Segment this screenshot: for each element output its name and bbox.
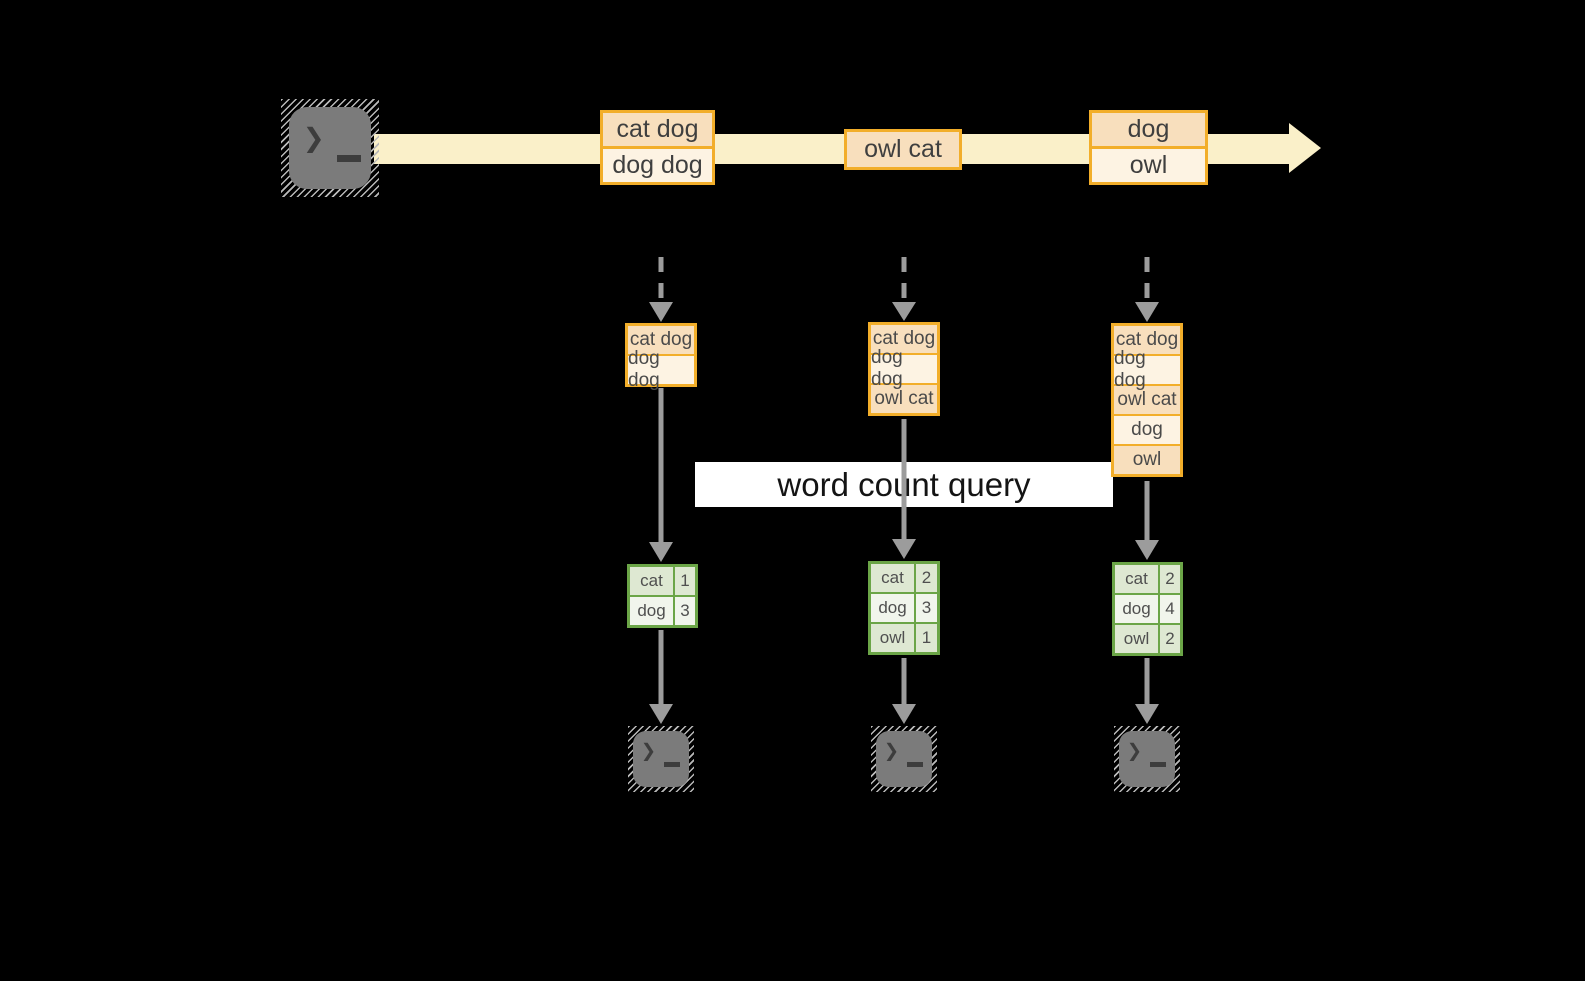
prompt-chevron-icon: ❯ (303, 118, 325, 159)
state-cell: cat dog (1114, 326, 1180, 354)
terminal-body (289, 107, 371, 189)
state-cell: cat dog (871, 325, 937, 353)
terminal-body (876, 731, 932, 787)
count-table-1: cat 1 dog 3 (627, 564, 698, 628)
event-word-cell: owl cat (847, 132, 959, 167)
prompt-underscore-icon (664, 762, 680, 767)
state-cell: owl (1114, 444, 1180, 474)
sink-arrow-batch-2 (892, 658, 916, 724)
prompt-chevron-icon: ❯ (641, 736, 657, 765)
count-row: dog 3 (630, 595, 695, 625)
prompt-underscore-icon (1150, 762, 1166, 767)
event-word-cell: dog dog (603, 146, 712, 182)
state-cell: owl cat (1114, 384, 1180, 414)
stream-timeline-arrowhead (1289, 123, 1321, 173)
count-cell: 4 (1165, 599, 1175, 618)
state-cell: dog dog (628, 348, 694, 391)
word-cell: cat (1115, 565, 1160, 593)
count-cell: 3 (921, 598, 932, 617)
event-word-cell: owl (1092, 146, 1205, 182)
state-buffer-3: cat dog dog dog owl cat dog owl (1111, 323, 1183, 477)
terminal-body (1119, 731, 1175, 787)
state-cell: dog dog (871, 347, 937, 390)
query-arrow-batch-2 (892, 419, 916, 559)
word-cell: cat (871, 564, 916, 592)
count-cell: 2 (921, 568, 932, 587)
count-row: dog 3 (871, 592, 937, 622)
count-cell: 1 (680, 571, 690, 590)
state-cell: dog dog (1114, 348, 1180, 391)
count-cell: 2 (1165, 629, 1175, 648)
stream-event-3: dog owl (1089, 110, 1208, 185)
word-cell: dog (630, 597, 675, 625)
prompt-chevron-icon: ❯ (1127, 736, 1143, 765)
terminal-body (633, 731, 689, 787)
state-cell: dog (1114, 414, 1180, 444)
count-row: dog 4 (1115, 593, 1180, 623)
state-cell: cat dog (628, 326, 694, 354)
sink-arrow-batch-3 (1135, 658, 1159, 724)
count-row: owl 1 (871, 622, 937, 652)
count-table-2: cat 2 dog 3 owl 1 (868, 561, 940, 655)
count-cell: 2 (1165, 569, 1175, 588)
prompt-underscore-icon (337, 155, 361, 162)
count-row: cat 1 (630, 567, 695, 595)
state-buffer-2: cat dog dog dog owl cat (868, 322, 940, 416)
event-word-cell: cat dog (603, 113, 712, 146)
dashed-arrow-batch-3 (1135, 257, 1159, 322)
sink-arrow-batch-1 (649, 630, 673, 724)
count-cell: 3 (680, 601, 690, 620)
count-table-3: cat 2 dog 4 owl 2 (1112, 562, 1183, 656)
state-cell: owl cat (871, 383, 937, 413)
prompt-chevron-icon: ❯ (884, 736, 900, 765)
word-cell: owl (1115, 625, 1160, 653)
stream-event-1: cat dog dog dog (600, 110, 715, 185)
event-word-cell: dog (1092, 113, 1205, 146)
word-cell: dog (1115, 595, 1160, 623)
terminal-icon: ❯ (1114, 726, 1180, 792)
stream-event-2: owl cat (844, 129, 962, 170)
word-cell: cat (630, 567, 675, 595)
count-row: owl 2 (1115, 623, 1180, 653)
terminal-icon: ❯ (871, 726, 937, 792)
query-arrow-batch-1 (649, 388, 673, 562)
query-arrow-batch-3 (1135, 481, 1159, 560)
count-row: cat 2 (871, 564, 937, 592)
terminal-icon: ❯ (281, 99, 379, 197)
dashed-arrow-batch-1 (649, 257, 673, 322)
terminal-icon: ❯ (628, 726, 694, 792)
count-row: cat 2 (1115, 565, 1180, 593)
state-buffer-1: cat dog dog dog (625, 323, 697, 391)
word-cell: dog (871, 594, 916, 622)
prompt-underscore-icon (907, 762, 923, 767)
dashed-arrow-batch-2 (892, 257, 916, 321)
count-cell: 1 (921, 628, 932, 647)
word-cell: owl (871, 624, 916, 652)
